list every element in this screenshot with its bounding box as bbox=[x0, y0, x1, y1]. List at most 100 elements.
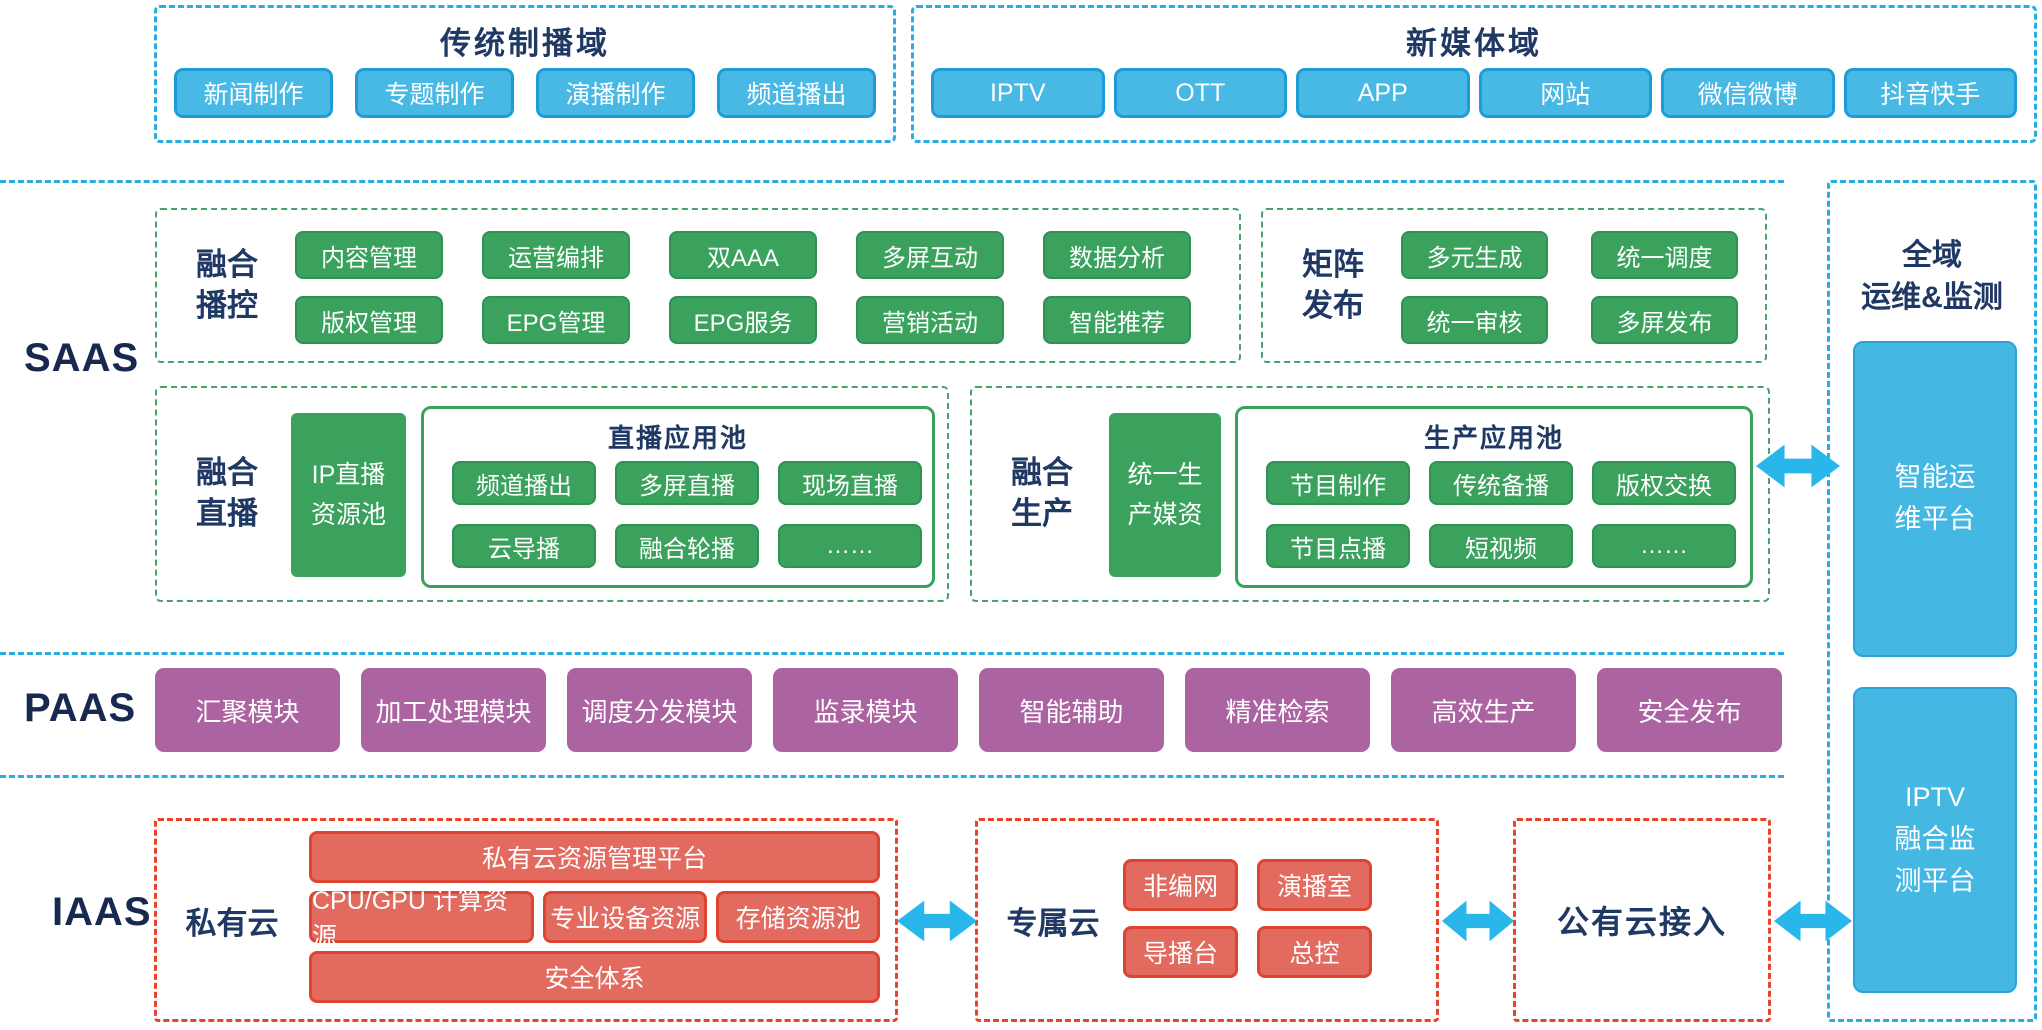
chip-studio-production: 演播制作 bbox=[536, 68, 695, 118]
chip-news-production: 新闻制作 bbox=[174, 68, 333, 118]
chip-content-mgmt: 内容管理 bbox=[295, 231, 443, 279]
live-app-pool-title: 直播应用池 bbox=[607, 423, 748, 453]
converged-playout-control-label: 融合 播控 bbox=[196, 246, 258, 323]
chip-unified-scheduling: 统一调度 bbox=[1591, 231, 1738, 279]
live-app-pool-box: 直播应用池 频道播出 多屏直播 现场直播 云导播 融合轮播 …… bbox=[421, 406, 935, 588]
chip-onsite-live: 现场直播 bbox=[778, 461, 922, 505]
live-app-pool-grid: 频道播出 多屏直播 现场直播 云导播 融合轮播 …… bbox=[452, 461, 922, 568]
chip-multiscreen-interaction: 多屏互动 bbox=[856, 231, 1004, 279]
public-cloud-access-label: 公有云接入 bbox=[1556, 904, 1727, 940]
chip-marketing-activity: 营销活动 bbox=[856, 296, 1004, 344]
chip-multiscreen-publish: 多屏发布 bbox=[1591, 296, 1738, 344]
chip-aggregation-module: 汇聚模块 bbox=[155, 668, 340, 752]
production-app-pool-box: 生产应用池 节目制作 传统备播 版权交换 节目点播 短视频 …… bbox=[1235, 406, 1753, 588]
global-ops-monitoring-title: 全域 运维&监测 bbox=[1861, 239, 2003, 314]
chip-studio: 演播室 bbox=[1257, 859, 1372, 911]
new-media-domain-title: 新媒体域 bbox=[1406, 26, 1542, 61]
paas-module-row: 汇聚模块 加工处理模块 调度分发模块 监录模块 智能辅助 精准检索 高效生产 安… bbox=[155, 668, 1782, 752]
bidirectional-arrow-dedicated-public bbox=[1442, 899, 1514, 943]
converged-playout-control-grid: 内容管理 运营编排 双AAA 多屏互动 数据分析 版权管理 EPG管理 EPG服… bbox=[295, 231, 1191, 344]
production-app-pool-title: 生产应用池 bbox=[1423, 423, 1564, 453]
chip-operation-orchestration: 运营编排 bbox=[482, 231, 630, 279]
chip-precise-search: 精准检索 bbox=[1185, 668, 1370, 752]
paas-band-divider bbox=[0, 652, 1784, 655]
chip-copyright-mgmt: 版权管理 bbox=[295, 296, 443, 344]
bidirectional-arrow-public-to-monitoring bbox=[1774, 899, 1852, 943]
iaas-band-divider bbox=[0, 775, 1784, 778]
layer-label-saas: SAAS bbox=[24, 336, 140, 380]
chip-pro-equipment: 专业设备资源 bbox=[543, 891, 708, 943]
traditional-domain-title: 传统制播域 bbox=[440, 26, 610, 61]
chip-channel-broadcast: 频道播出 bbox=[717, 68, 876, 118]
chip-master-control: 总控 bbox=[1257, 926, 1372, 978]
ip-live-resource-pool-tile: IP直播 资源池 bbox=[291, 413, 406, 577]
chip-traditional-backup: 传统备播 bbox=[1429, 461, 1573, 505]
layer-label-paas: PAAS bbox=[24, 686, 137, 730]
chip-security-system: 安全体系 bbox=[309, 951, 880, 1003]
converged-live-label: 融合 直播 bbox=[196, 455, 258, 531]
chip-douyin-kuaishou: 抖音快手 bbox=[1843, 68, 2017, 118]
matrix-publishing-grid: 多元生成 统一调度 统一审核 多屏发布 bbox=[1401, 231, 1738, 344]
converged-playout-control-box: 融合 播控 内容管理 运营编排 双AAA 多屏互动 数据分析 版权管理 EPG管… bbox=[155, 208, 1241, 363]
chip-epg-mgmt: EPG管理 bbox=[482, 296, 630, 344]
chip-copyright-exchange: 版权交换 bbox=[1592, 461, 1736, 505]
new-media-domain-buttons: IPTV OTT APP 网站 微信微博 抖音快手 bbox=[931, 68, 2017, 118]
chip-channel-playout: 频道播出 bbox=[452, 461, 596, 505]
private-cloud-box: 私有云 私有云资源管理平台 CPU/GPU 计算资源 专业设备资源 存储资源池 … bbox=[154, 818, 898, 1022]
production-app-pool-grid: 节目制作 传统备播 版权交换 节目点播 短视频 …… bbox=[1266, 461, 1736, 568]
chip-app: APP bbox=[1296, 68, 1470, 118]
matrix-publishing-label: 矩阵 发布 bbox=[1302, 246, 1364, 323]
chip-program-production: 节目制作 bbox=[1266, 461, 1410, 505]
traditional-domain-box: 传统制播域 新闻制作 专题制作 演播制作 频道播出 bbox=[154, 5, 896, 143]
private-cloud-label: 私有云 bbox=[185, 905, 279, 941]
dedicated-cloud-grid: 非编网 演播室 导播台 总控 bbox=[1123, 859, 1372, 978]
chip-smart-recommendation: 智能推荐 bbox=[1043, 296, 1191, 344]
chip-short-video: 短视频 bbox=[1429, 524, 1573, 568]
chip-efficient-production: 高效生产 bbox=[1391, 668, 1576, 752]
global-ops-monitoring-column: 全域 运维&监测 智能运 维平台 IPTV 融合监 测平台 bbox=[1827, 180, 2037, 1022]
chip-wechat-weibo: 微信微博 bbox=[1661, 68, 1835, 118]
chip-feature-production: 专题制作 bbox=[355, 68, 514, 118]
converged-live-box: 融合 直播 IP直播 资源池 直播应用池 频道播出 多屏直播 现场直播 云导播 … bbox=[155, 386, 949, 602]
chip-ott: OTT bbox=[1113, 68, 1287, 118]
chip-converged-carousel: 融合轮播 bbox=[615, 524, 759, 568]
saas-band-divider bbox=[0, 180, 1784, 183]
chip-multi-generation: 多元生成 bbox=[1401, 231, 1548, 279]
iptv-monitoring-platform-tile: IPTV 融合监 测平台 bbox=[1853, 687, 2017, 993]
chip-storage-pool: 存储资源池 bbox=[716, 891, 880, 943]
dedicated-cloud-box: 专属云 非编网 演播室 导播台 总控 bbox=[975, 818, 1439, 1022]
matrix-publishing-box: 矩阵 发布 多元生成 统一调度 统一审核 多屏发布 bbox=[1261, 208, 1767, 363]
chip-dispatch-module: 调度分发模块 bbox=[567, 668, 752, 752]
converged-production-label: 融合 生产 bbox=[1011, 455, 1073, 531]
chip-private-cloud-mgmt-platform: 私有云资源管理平台 bbox=[309, 831, 880, 883]
chip-processing-module: 加工处理模块 bbox=[361, 668, 546, 752]
chip-unified-review: 统一审核 bbox=[1401, 296, 1548, 344]
chip-multiscreen-live: 多屏直播 bbox=[615, 461, 759, 505]
unified-media-asset-tile: 统一生 产媒资 bbox=[1109, 413, 1221, 577]
bidirectional-arrow-private-dedicated bbox=[897, 899, 977, 943]
converged-production-box: 融合 生产 统一生 产媒资 生产应用池 节目制作 传统备播 版权交换 节目点播 … bbox=[970, 386, 1770, 602]
chip-website: 网站 bbox=[1478, 68, 1652, 118]
public-cloud-access-box: 公有云接入 bbox=[1513, 818, 1771, 1022]
dedicated-cloud-label: 专属云 bbox=[1006, 905, 1100, 941]
private-cloud-resource-row: CPU/GPU 计算资源 专业设备资源 存储资源池 bbox=[309, 887, 880, 951]
chip-director-desk: 导播台 bbox=[1123, 926, 1238, 978]
layer-label-iaas: IAAS bbox=[52, 890, 152, 934]
chip-epg-service: EPG服务 bbox=[669, 296, 817, 344]
private-cloud-stack: 私有云资源管理平台 CPU/GPU 计算资源 专业设备资源 存储资源池 安全体系 bbox=[309, 831, 880, 1003]
chip-ai-assist: 智能辅助 bbox=[979, 668, 1164, 752]
chip-nle-network: 非编网 bbox=[1123, 859, 1238, 911]
chip-cloud-directing: 云导播 bbox=[452, 524, 596, 568]
chip-program-vod: 节目点播 bbox=[1266, 524, 1410, 568]
chip-cpu-gpu-compute: CPU/GPU 计算资源 bbox=[309, 887, 535, 951]
chip-dual-aaa: 双AAA bbox=[669, 231, 817, 279]
chip-secure-publish: 安全发布 bbox=[1597, 668, 1782, 752]
chip-production-more: …… bbox=[1592, 524, 1736, 568]
bidirectional-arrow-production-to-ops bbox=[1756, 443, 1840, 489]
chip-iptv: IPTV bbox=[931, 68, 1105, 118]
smart-ops-platform-tile: 智能运 维平台 bbox=[1853, 341, 2017, 657]
traditional-domain-buttons: 新闻制作 专题制作 演播制作 频道播出 bbox=[174, 68, 876, 118]
chip-monitoring-module: 监录模块 bbox=[773, 668, 958, 752]
chip-live-more: …… bbox=[778, 524, 922, 568]
